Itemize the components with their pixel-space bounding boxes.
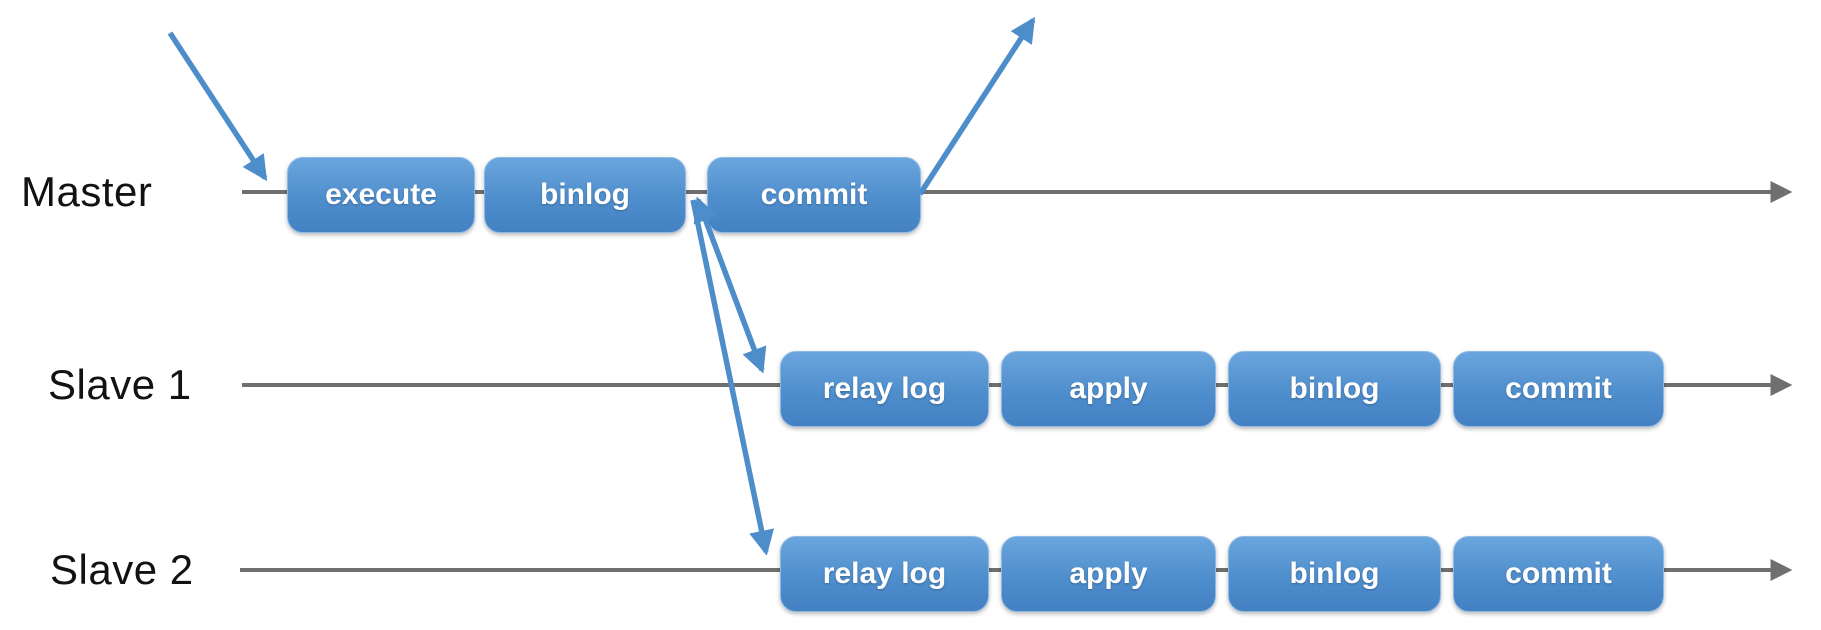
master-step-commit-label: commit <box>760 178 868 211</box>
slave2-step-commit-label: commit <box>1505 557 1612 590</box>
slave1-step-apply: apply <box>1001 351 1216 427</box>
binlog-to-slave2-arrow <box>690 199 775 556</box>
slave1-step-relay-log-label: relay log <box>822 372 947 405</box>
slave2-step-apply-label: apply <box>1069 557 1148 590</box>
master-step-commit: commit <box>707 157 921 233</box>
master-step-binlog-label: binlog <box>540 178 630 211</box>
client-request-arrow <box>167 31 268 182</box>
slave2-row-label: Slave 2 <box>50 546 194 593</box>
master-step-execute-label: execute <box>325 178 437 211</box>
slave1-step-binlog: binlog <box>1228 351 1441 427</box>
master-step-binlog: binlog <box>484 157 686 233</box>
slave1-step-commit-label: commit <box>1505 372 1612 405</box>
master-step-execute: execute <box>287 157 475 233</box>
master-row-label: Master <box>21 168 153 215</box>
slave2-step-binlog: binlog <box>1228 536 1441 612</box>
slave2-step-relay-log-label: relay log <box>822 557 947 590</box>
slave1-step-apply-label: apply <box>1069 372 1148 405</box>
slave1-step-binlog-label: binlog <box>1289 372 1380 405</box>
slave1-step-commit: commit <box>1453 351 1664 427</box>
commit-response-arrow <box>917 16 1036 196</box>
slave1-row-label: Slave 1 <box>48 361 192 408</box>
slave2-step-apply: apply <box>1001 536 1216 612</box>
slave1-step-relay-log: relay log <box>780 351 989 427</box>
slave2-step-binlog-label: binlog <box>1289 557 1380 590</box>
slave2-step-commit: commit <box>1453 536 1664 612</box>
slave2-step-relay-log: relay log <box>780 536 989 612</box>
